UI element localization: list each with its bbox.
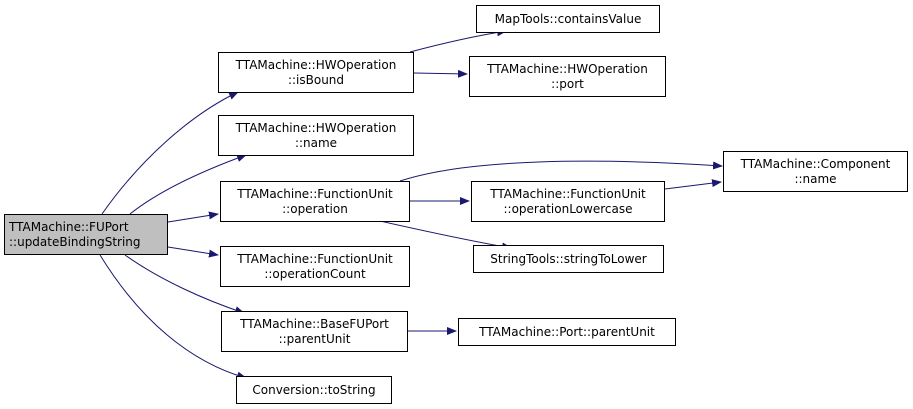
node-functionunit-operation[interactable]: TTAMachine::FunctionUnit ::operation (220, 181, 410, 222)
node-line-2: ::port (551, 76, 584, 91)
edge-operation-tolower (379, 220, 512, 251)
node-hwoperation-port[interactable]: TTAMachine::HWOperation ::port (469, 56, 666, 97)
node-line-2: ::operationCount (264, 266, 366, 281)
node-line-2: ::updateBindingString (9, 234, 141, 249)
node-line-2: ::name (294, 135, 338, 150)
node-stringtools-stringtolower[interactable]: StringTools::stringToLower (473, 245, 664, 273)
node-functionunit-operationlowercase[interactable]: TTAMachine::FunctionUnit ::operationLowe… (471, 181, 665, 222)
node-line-1: TTAMachine::HWOperation (235, 57, 397, 72)
edge-root-opname (129, 154, 247, 215)
edge-isbound-contains (409, 28, 507, 53)
node-line-1: TTAMachine::Port::parentUnit (479, 324, 655, 339)
node-functionunit-operationcount[interactable]: TTAMachine::FunctionUnit ::operationCoun… (220, 246, 410, 287)
edge-root-isbound (101, 91, 239, 215)
node-hwoperation-name[interactable]: TTAMachine::HWOperation ::name (218, 115, 414, 156)
node-line-1: TTAMachine::HWOperation (487, 61, 648, 76)
node-conversion-tostring[interactable]: Conversion::toString (236, 376, 392, 404)
edge-root-operation (167, 211, 219, 223)
node-maptools-containsvalue[interactable]: MapTools::containsValue (476, 5, 660, 33)
node-line-1: Conversion::toString (252, 382, 376, 397)
node-line-1: TTAMachine::BaseFUPort (240, 316, 389, 331)
node-line-1: TTAMachine::Component (740, 156, 891, 171)
node-line-1: TTAMachine::FUPort (9, 219, 129, 234)
node-line-2: ::isBound (287, 72, 345, 87)
node-port-parentunit[interactable]: TTAMachine::Port::parentUnit (458, 318, 676, 346)
node-line-2: ::name (794, 171, 837, 186)
node-line-1: MapTools::containsValue (494, 11, 642, 26)
edge-isbound-port (413, 69, 468, 78)
node-hwoperation-isbound[interactable]: TTAMachine::HWOperation ::isBound (218, 52, 414, 93)
node-line-2: ::operation (282, 201, 348, 216)
node-line-1: TTAMachine::FunctionUnit (237, 251, 393, 266)
node-component-name[interactable]: TTAMachine::Component ::name (723, 151, 908, 192)
edge-root-parentunit (124, 254, 245, 314)
edge-root-tostring (99, 254, 247, 380)
node-line-1: TTAMachine::FunctionUnit (237, 186, 393, 201)
node-line-1: TTAMachine::FunctionUnit (490, 186, 646, 201)
node-line-2: ::parentUnit (278, 331, 351, 346)
node-line-2: ::operationLowercase (503, 201, 633, 216)
node-line-1: StringTools::stringToLower (490, 251, 647, 266)
node-line-1: TTAMachine::HWOperation (235, 120, 397, 135)
node-fuport-updatebindingstring[interactable]: TTAMachine::FUPort ::updateBindingString (4, 214, 168, 255)
edge-oplower-compname (664, 179, 722, 190)
edge-operation-compname (399, 160, 723, 182)
node-basefuport-parentunit[interactable]: TTAMachine::BaseFUPort ::parentUnit (221, 311, 408, 352)
edge-root-opcount (167, 246, 219, 258)
